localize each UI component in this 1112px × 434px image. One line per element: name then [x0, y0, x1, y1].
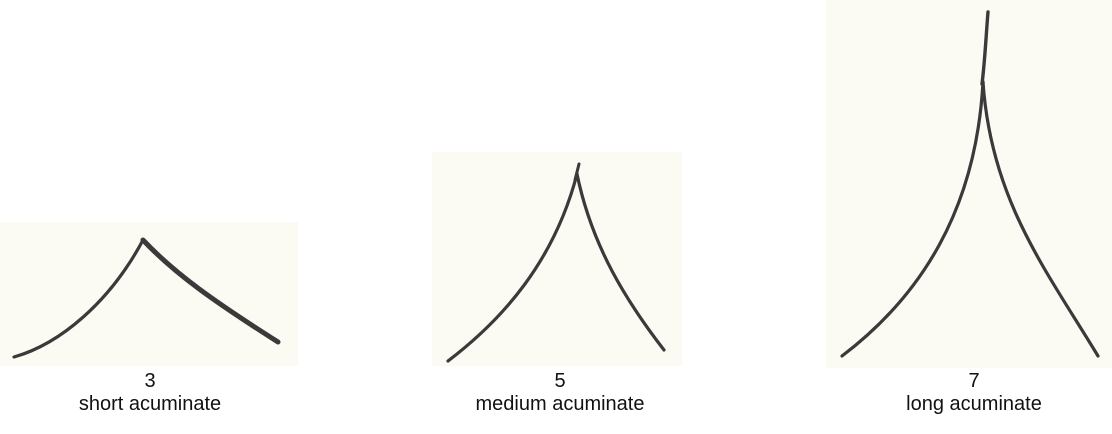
- tip-sketch-long: [826, 0, 1112, 368]
- caption-label: long acuminate: [906, 393, 1042, 415]
- tip-sketch-short: [0, 222, 298, 366]
- caption-number: 7: [968, 370, 980, 392]
- caption-long: 7 long acuminate: [854, 370, 1094, 416]
- apex-tip-line: [573, 162, 581, 182]
- caption-label: short acuminate: [78, 393, 222, 415]
- apex-tip-line: [980, 10, 990, 86]
- right-margin-line: [575, 172, 666, 352]
- medium-acuminate-drawing: [446, 162, 666, 363]
- caption-number: 5: [554, 370, 566, 392]
- right-margin-line: [140, 237, 281, 345]
- caption-medium: 5 medium acuminate: [440, 370, 680, 416]
- caption-short: 3 short acuminate: [30, 370, 270, 416]
- left-margin-line: [12, 238, 145, 359]
- tip-sketch-medium: [432, 152, 682, 366]
- caption-number: 3: [144, 370, 156, 392]
- caption-label: medium acuminate: [475, 393, 645, 415]
- left-margin-line: [446, 172, 579, 363]
- long-acuminate-drawing: [840, 10, 1100, 358]
- short-acuminate-drawing: [12, 237, 281, 359]
- right-margin-line: [981, 80, 1100, 358]
- left-margin-line: [840, 80, 985, 358]
